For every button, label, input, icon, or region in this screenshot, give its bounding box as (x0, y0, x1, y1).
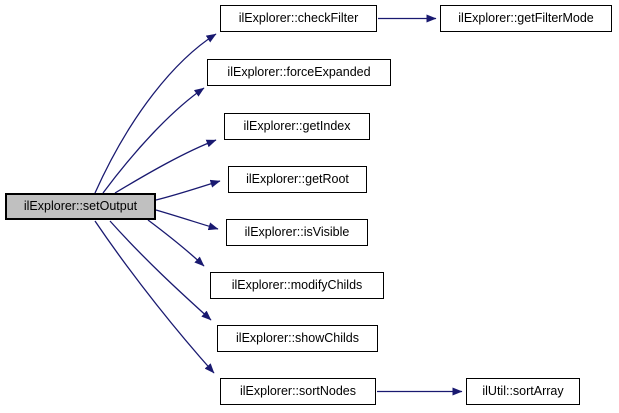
edge-setoutput-forceexpanded (102, 87, 205, 194)
edge-setoutput-checkfilter (94, 33, 217, 194)
node-ilexplorer-checkfilter[interactable]: ilExplorer::checkFilter (220, 5, 377, 32)
node-ilexplorer-showchilds[interactable]: ilExplorer::showChilds (217, 325, 378, 352)
node-ilexplorer-setoutput: ilExplorer::setOutput (5, 193, 156, 220)
node-ilexplorer-isvisible[interactable]: ilExplorer::isVisible (226, 219, 368, 246)
edge-setoutput-showchilds (109, 220, 212, 321)
node-ilexplorer-getindex[interactable]: ilExplorer::getIndex (224, 113, 370, 140)
edge-setoutput-modifychilds (147, 219, 205, 267)
edge-setoutput-getroot (155, 179, 221, 201)
edge-setoutput-sortnodes (94, 220, 215, 374)
node-ilexplorer-forceexpanded[interactable]: ilExplorer::forceExpanded (207, 59, 391, 86)
node-ilutil-sortarray[interactable]: ilUtil::sortArray (466, 378, 580, 405)
node-ilexplorer-getfiltermode[interactable]: ilExplorer::getFilterMode (440, 5, 612, 32)
node-ilexplorer-sortnodes[interactable]: ilExplorer::sortNodes (220, 378, 376, 405)
node-ilexplorer-modifychilds[interactable]: ilExplorer::modifyChilds (210, 272, 384, 299)
edge-setoutput-isvisible (155, 209, 219, 231)
node-ilexplorer-getroot[interactable]: ilExplorer::getRoot (228, 166, 367, 193)
edge-setoutput-getindex (114, 139, 217, 194)
